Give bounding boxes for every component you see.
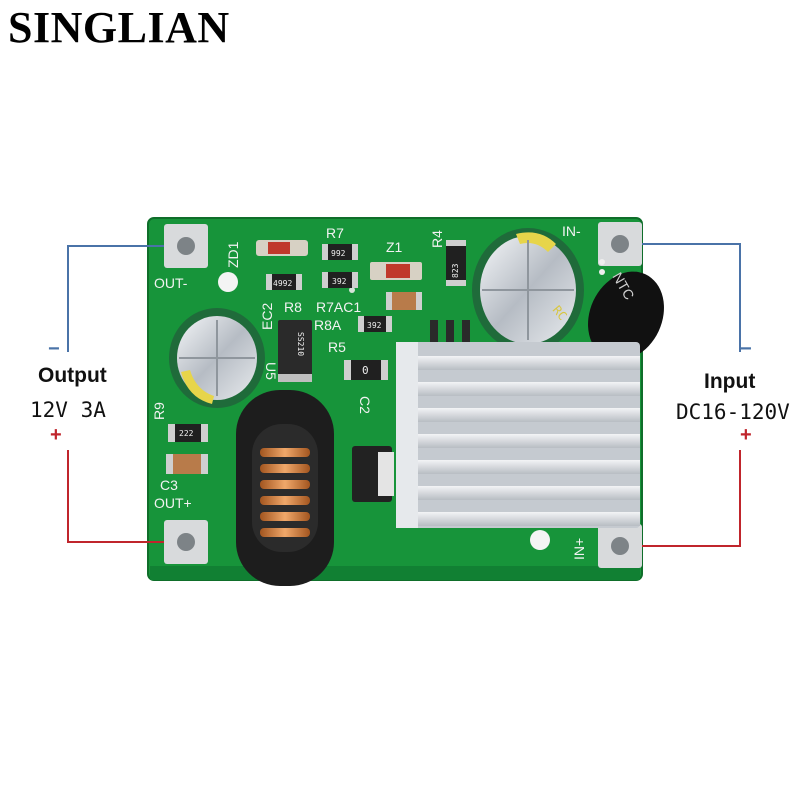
input-label: Input	[704, 370, 756, 393]
output-minus-sign: −	[48, 338, 60, 360]
silk-c2: C2	[357, 396, 373, 414]
capacitor-c1	[386, 292, 422, 310]
mark-r8a: 392	[367, 321, 382, 330]
input-spec: DC16-120V	[676, 400, 790, 424]
output-spec: 12V 3A	[30, 398, 106, 422]
output-plus-sign: +	[50, 424, 62, 446]
diode-u5	[278, 320, 312, 382]
capacitor-c3	[166, 454, 208, 474]
silk-z1: Z1	[386, 239, 403, 255]
silk-r7: R7	[326, 225, 344, 241]
ntc-thermistor	[588, 259, 664, 361]
silk-u5: U5	[263, 362, 279, 380]
diode-zd1	[256, 240, 308, 256]
mark-r7: 992	[331, 249, 346, 258]
capacitor-input	[472, 228, 584, 352]
mark-r7a: 392	[332, 277, 347, 286]
resistor-r5	[344, 360, 388, 380]
input-plus-sign: +	[740, 424, 752, 446]
transistor-legs	[430, 320, 470, 346]
resistor-r8a	[358, 316, 392, 332]
silk-r8: R8	[284, 299, 302, 315]
silk-in-plus: IN+	[571, 538, 587, 560]
silk-zd1: ZD1	[225, 241, 241, 268]
mark-r9: 222	[179, 429, 194, 438]
resistor-r9	[168, 424, 208, 442]
pad-out-plus	[164, 520, 208, 564]
pad-out-minus	[164, 224, 208, 268]
output-wires	[67, 245, 164, 543]
resistor-r7a	[322, 272, 358, 288]
pad-in-minus	[598, 222, 642, 266]
resistor-r8	[266, 274, 302, 290]
silk-ec2: EC2	[259, 303, 275, 330]
output-label: Output	[38, 364, 107, 387]
heatsink	[396, 342, 640, 528]
mark-r4: 823	[451, 263, 460, 278]
silk-r4: R4	[429, 230, 445, 248]
input-minus-sign: −	[740, 338, 752, 360]
silk-r8a: R8A	[314, 317, 342, 333]
resistor-r7	[322, 244, 358, 260]
mark-r8: 4992	[273, 279, 292, 288]
pad-in-plus	[598, 524, 642, 568]
silk-out-plus: OUT+	[154, 495, 192, 511]
capacitor-ec2	[169, 308, 265, 408]
mark-r5: 0	[362, 364, 369, 377]
silk-r9: R9	[151, 402, 167, 420]
inductor-coil	[236, 390, 334, 586]
silk-r5: R5	[328, 339, 346, 355]
silk-r7ac1: R7AC1	[316, 299, 361, 315]
silk-out-minus: OUT-	[154, 275, 188, 291]
mosfet-side	[352, 446, 394, 502]
input-wires	[642, 243, 741, 547]
silk-in-minus: IN-	[562, 223, 581, 239]
mark-u5: SS210	[296, 332, 305, 356]
resistor-r4	[446, 240, 466, 286]
diode-z1	[370, 262, 422, 280]
silk-c3: C3	[160, 477, 178, 493]
brand-logo-text: SINGLIAN	[8, 3, 230, 52]
